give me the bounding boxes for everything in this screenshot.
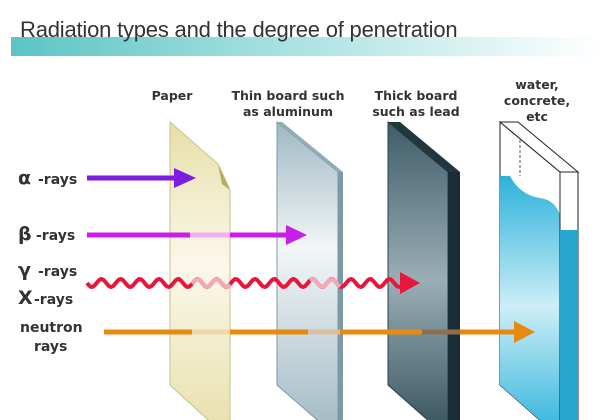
paper-panel (169, 120, 231, 420)
gamma-symbol: γ (18, 259, 31, 281)
svg-text:rays: rays (34, 339, 67, 355)
svg-text:etc: etc (526, 109, 548, 124)
diagram-title: Radiation types and the degree of penetr… (20, 17, 458, 42)
svg-text:Thick board: Thick board (375, 88, 458, 103)
svg-text:-rays: -rays (36, 228, 75, 244)
svg-text:concrete,: concrete, (504, 93, 570, 108)
arrowhead-icon (514, 321, 535, 343)
barrier-label-water: water, concrete, etc (504, 77, 570, 124)
svg-text:as aluminum: as aluminum (243, 104, 333, 119)
alpha-symbol: α (18, 167, 31, 189)
beta-symbol: β (18, 223, 32, 245)
svg-text:-rays: -rays (38, 172, 77, 188)
svg-text:Paper: Paper (152, 88, 194, 103)
x-symbol: X (18, 287, 33, 309)
svg-text:water,: water, (515, 77, 559, 92)
barrier-label-lead: Thick board such as lead (372, 88, 459, 119)
svg-text:-rays: -rays (34, 292, 73, 308)
svg-text:such as lead: such as lead (372, 104, 459, 119)
aluminum-panel (276, 120, 343, 420)
arrowhead-icon (174, 168, 196, 188)
arrowhead-icon (286, 225, 307, 245)
water-panel (498, 120, 580, 420)
svg-text:-rays: -rays (38, 264, 77, 280)
title-banner (11, 37, 600, 56)
gamma-xray: γ -rays X -rays (18, 259, 420, 309)
barrier-label-aluminum: Thin board such as aluminum (231, 88, 344, 119)
barrier-label-paper: Paper (152, 88, 194, 103)
arrowhead-icon (400, 272, 420, 294)
svg-text:Thin board such: Thin board such (231, 88, 344, 103)
neutron-ray: neutron rays (20, 320, 535, 355)
svg-text:neutron: neutron (20, 320, 83, 336)
beta-ray: β -rays (18, 223, 307, 245)
lead-panel (387, 120, 460, 420)
alpha-ray: α -rays (18, 167, 196, 189)
